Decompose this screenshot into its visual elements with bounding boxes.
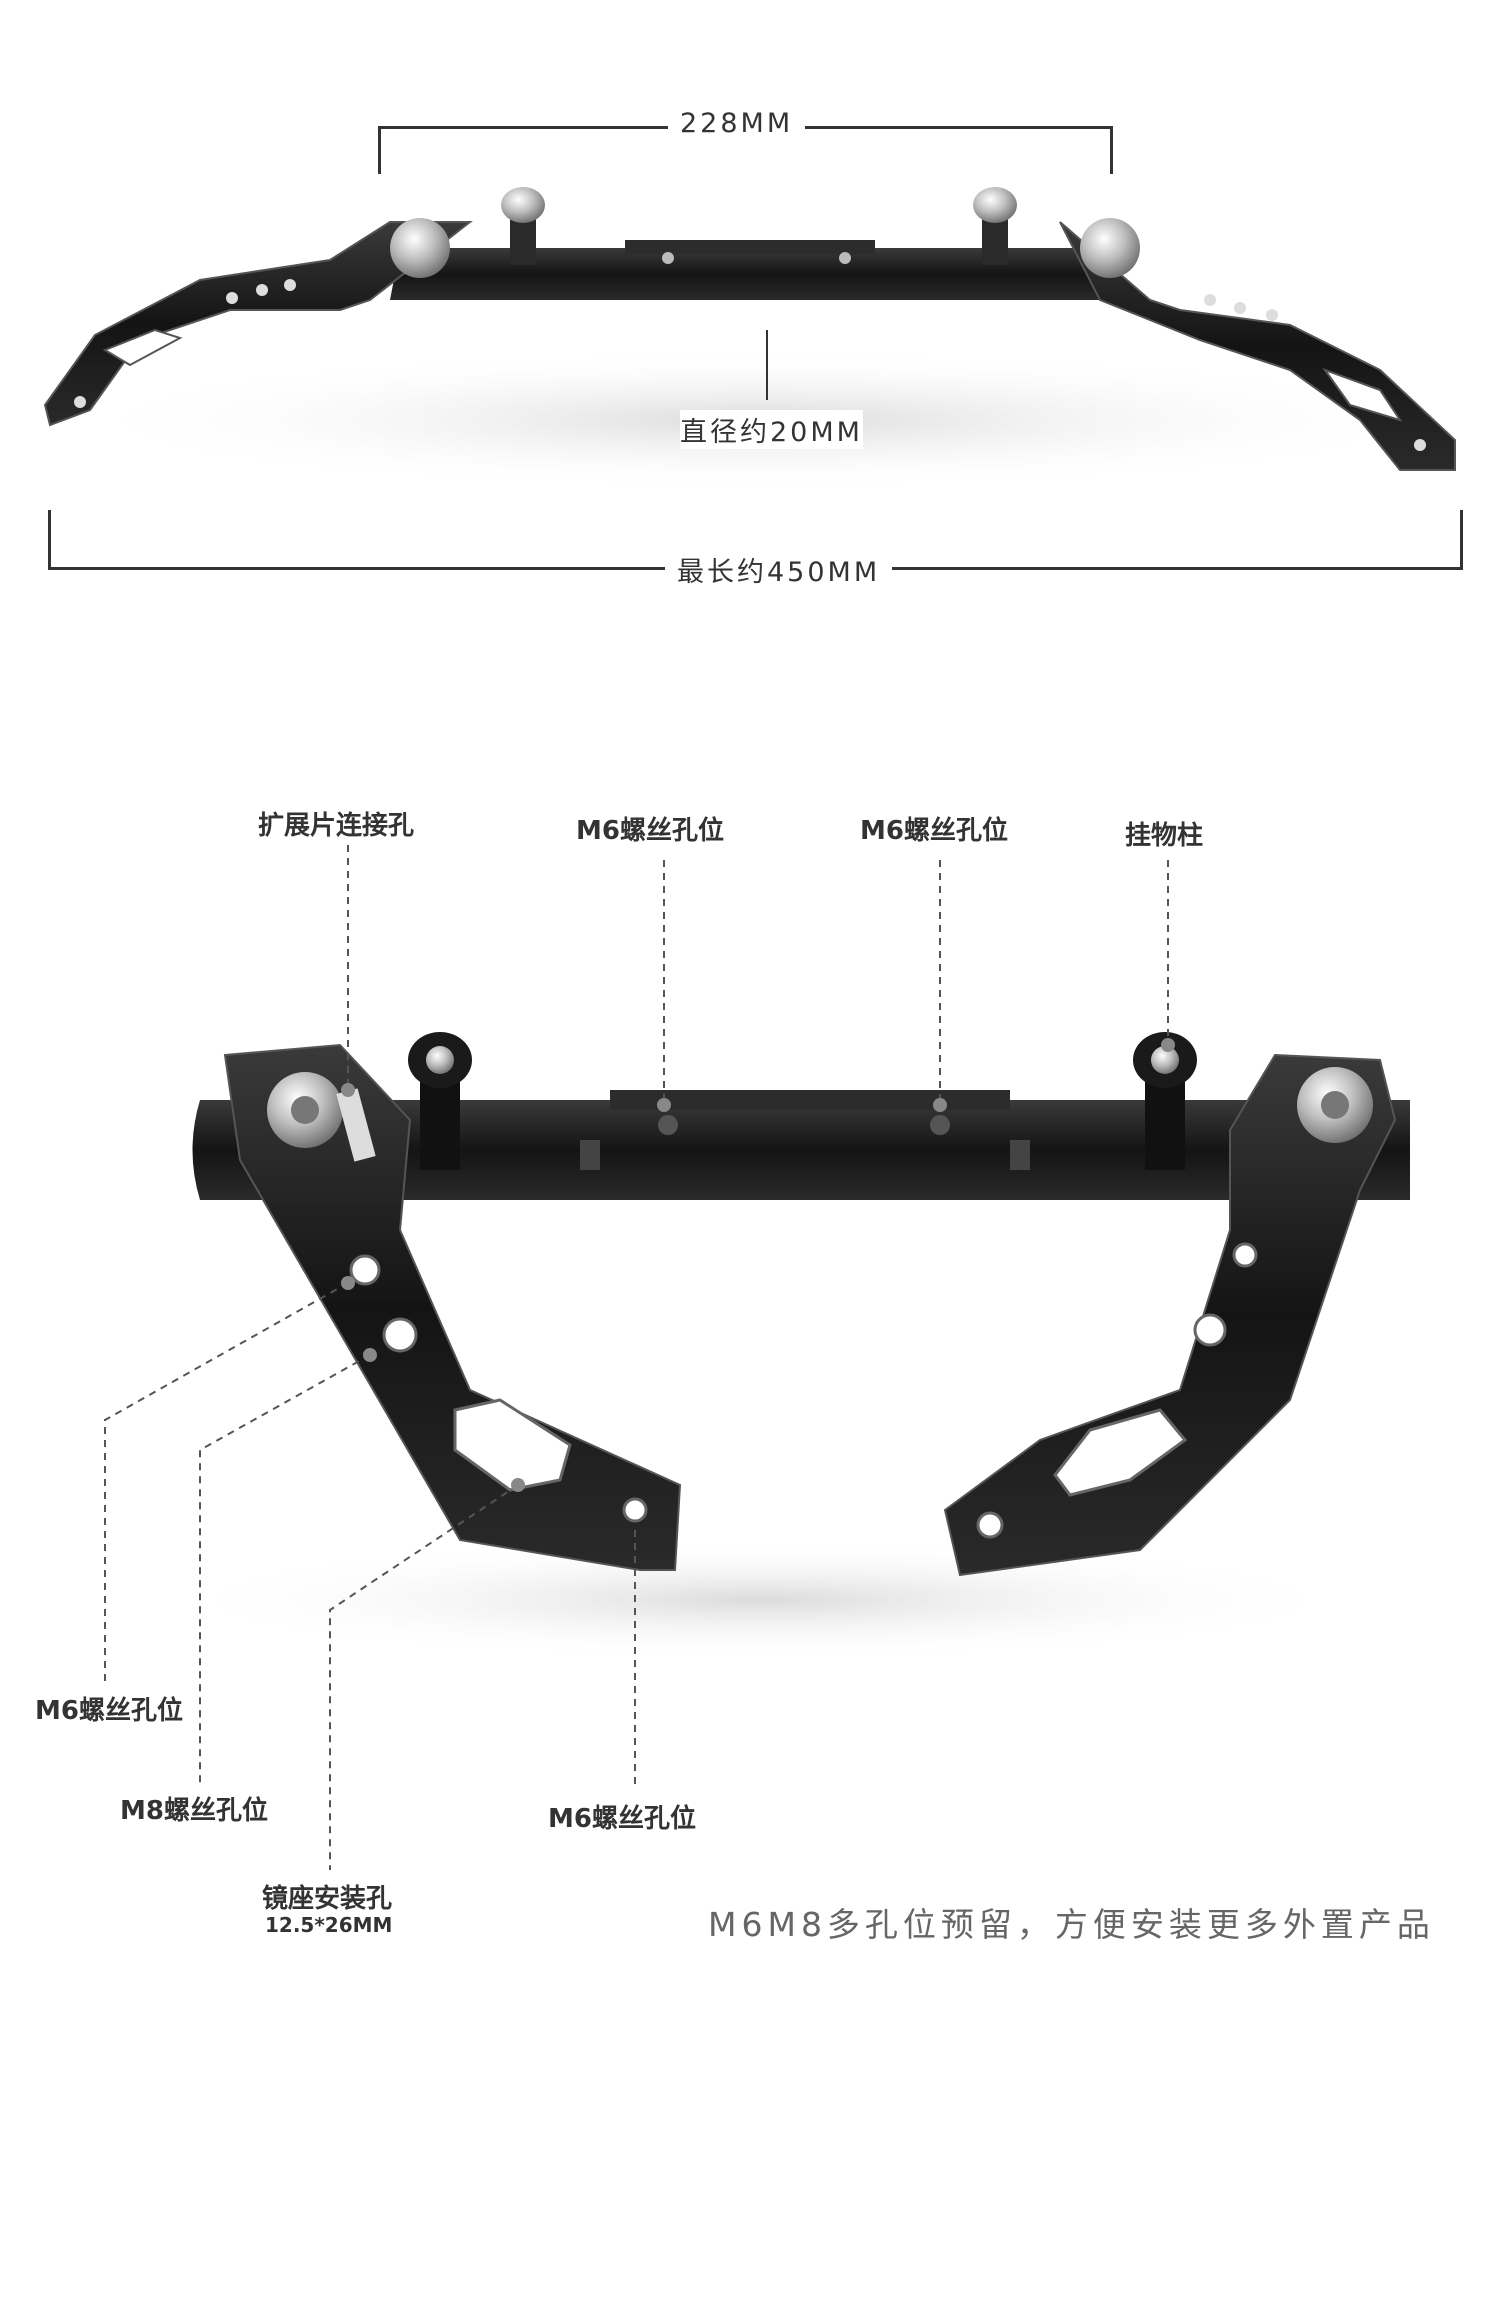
callout-expansion-hole: 扩展片连接孔 — [258, 811, 415, 841]
detail-tube-hole-left — [658, 1115, 678, 1135]
top-tube — [390, 248, 1110, 300]
detail-left-mirror-slot — [453, 1398, 572, 1492]
callout-m6-hole-left: M6螺丝孔位 — [35, 1696, 183, 1726]
dim-228-left-tick — [378, 126, 381, 174]
diameter-leader — [766, 330, 768, 400]
dim-450-left-tick — [48, 510, 51, 570]
callout-m6-hole-b: M6螺丝孔位 — [860, 816, 1008, 846]
feature-tagline: M6M8多孔位预留，方便安装更多外置产品 — [708, 1905, 1435, 1944]
top-right-bolt — [1080, 218, 1140, 278]
top-right-arm-slot — [1322, 367, 1403, 422]
callout-m6-hole-bottom: M6螺丝孔位 — [548, 1804, 696, 1834]
top-right-arm — [1059, 221, 1456, 471]
detail-left-arm — [223, 1043, 682, 1571]
detail-tube-hole-right — [930, 1115, 950, 1135]
callout-mirror-mount: 镜座安装孔 — [262, 1884, 393, 1914]
callout-dots — [341, 1038, 1175, 1492]
top-left-bolt — [390, 218, 450, 278]
dim-450-label: 最长约450MM — [665, 550, 893, 589]
top-tube-hole-left — [662, 252, 674, 264]
detail-tube — [192, 1100, 1410, 1200]
callout-hanging-post: 挂物柱 — [1125, 821, 1204, 851]
callout-mirror-mount-size: 12.5*26MM — [265, 1913, 393, 1937]
dim-228-right-tick — [1110, 126, 1113, 174]
top-left-arm-slot — [102, 328, 183, 367]
detail-left-m8-hole — [382, 1317, 418, 1353]
detail-left-m6-hole-end — [622, 1497, 648, 1523]
top-left-arm — [43, 221, 473, 427]
top-bracket-illustration — [43, 187, 1460, 490]
detail-tube-flat — [610, 1090, 1010, 1110]
top-tube-hole-right — [839, 252, 851, 264]
callout-m6-hole-a: M6螺丝孔位 — [576, 816, 724, 846]
detail-right-m6-hole — [1232, 1242, 1258, 1268]
dim-450-right-tick — [1460, 510, 1463, 570]
detail-right-m8-hole — [1193, 1313, 1227, 1347]
callout-m8-hole: M8螺丝孔位 — [120, 1796, 268, 1826]
top-tube-flat — [625, 240, 875, 254]
dim-228-label: 228MM — [668, 108, 806, 139]
detail-right-m6-hole-end — [976, 1511, 1004, 1539]
diameter-label: 直径约20MM — [680, 410, 863, 449]
detail-right-mirror-slot — [1053, 1408, 1188, 1497]
callout-leaders — [104, 845, 1169, 1870]
detail-left-m6-hole — [349, 1254, 381, 1286]
detail-right-arm — [943, 1053, 1397, 1577]
